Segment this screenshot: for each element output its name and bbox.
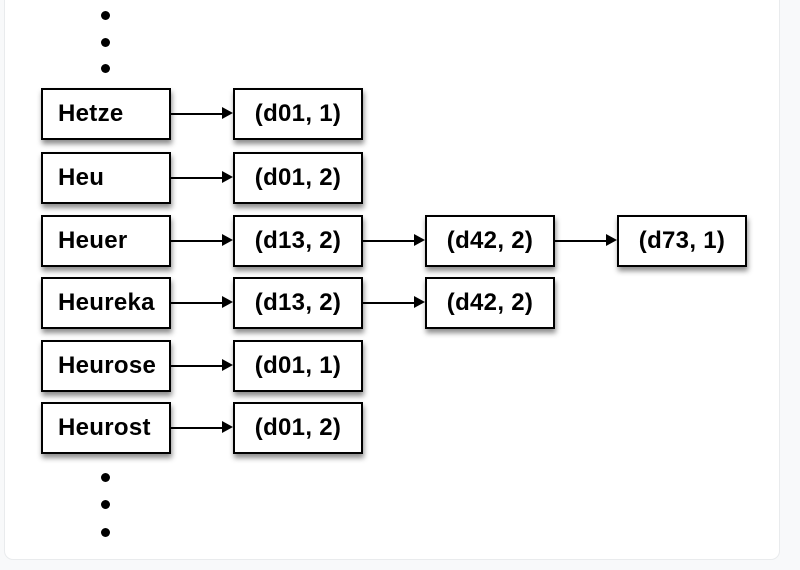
posting-label: (d73, 1): [638, 227, 726, 254]
term-box-heureka: Heureka: [41, 277, 171, 329]
arrow: [171, 421, 233, 433]
arrow: [171, 107, 233, 119]
posting-box-heurose-1: (d01, 1): [233, 340, 363, 392]
arrow: [171, 171, 233, 183]
term-label: Heurose: [58, 352, 157, 379]
posting-box-heuer-1: (d13, 2): [233, 215, 363, 267]
ellipsis-top-dot: [101, 11, 110, 20]
arrow: [171, 359, 233, 371]
arrow: [555, 234, 617, 246]
term-label: Heu: [58, 164, 105, 191]
posting-box-heuer-3: (d73, 1): [617, 215, 747, 267]
term-box-heurose: Heurose: [41, 340, 171, 392]
term-box-heuer: Heuer: [41, 215, 171, 267]
posting-label: (d42, 2): [446, 227, 534, 254]
posting-label: (d13, 2): [254, 227, 342, 254]
posting-box-heureka-1: (d13, 2): [233, 277, 363, 329]
ellipsis-bottom-dot: [101, 528, 110, 537]
posting-label: (d01, 1): [254, 352, 342, 379]
posting-label: (d01, 1): [254, 100, 342, 127]
ellipsis-top-dot: [101, 64, 110, 73]
term-label: Heuer: [58, 227, 128, 254]
posting-box-heu-1: (d01, 2): [233, 152, 363, 204]
ellipsis-bottom-dot: [101, 473, 110, 482]
ellipsis-top-dot: [101, 38, 110, 47]
arrow: [363, 234, 425, 246]
posting-box-heureka-2: (d42, 2): [425, 277, 555, 329]
posting-box-hetze-1: (d01, 1): [233, 88, 363, 140]
term-box-heu: Heu: [41, 152, 171, 204]
term-label: Hetze: [58, 100, 124, 127]
arrow: [171, 234, 233, 246]
posting-box-heuer-2: (d42, 2): [425, 215, 555, 267]
term-box-heurost: Heurost: [41, 402, 171, 454]
posting-box-heurost-1: (d01, 2): [233, 402, 363, 454]
ellipsis-bottom-dot: [101, 500, 110, 509]
posting-label: (d42, 2): [446, 289, 534, 316]
term-label: Heureka: [58, 289, 155, 316]
term-label: Heurost: [58, 414, 151, 441]
arrow: [363, 296, 425, 308]
posting-label: (d01, 2): [254, 164, 342, 191]
term-box-hetze: Hetze: [41, 88, 171, 140]
posting-label: (d13, 2): [254, 289, 342, 316]
arrow: [171, 296, 233, 308]
posting-label: (d01, 2): [254, 414, 342, 441]
